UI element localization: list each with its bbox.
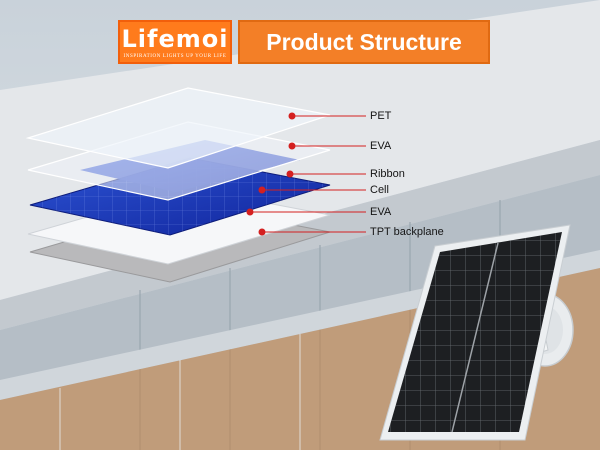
brand-name: Lifemoi <box>121 25 229 53</box>
leader-dot-eva-bottom <box>246 208 254 216</box>
layer-label-eva-top: EVA <box>370 140 392 152</box>
layer-label-pet: PET <box>370 110 392 122</box>
leader-dot-cell <box>258 186 266 194</box>
layer-label-ribbon: Ribbon <box>370 168 405 180</box>
leader-dot-eva-top <box>288 142 296 150</box>
leader-lines <box>246 112 366 236</box>
layer-label-cell: Cell <box>370 184 389 196</box>
solar-panel-product <box>379 224 574 441</box>
leader-dot-ribbon <box>286 170 294 178</box>
layer-label-eva-bottom: EVA <box>370 206 392 218</box>
page-title: Product Structure <box>238 20 490 64</box>
panel-cells <box>388 232 562 432</box>
layer-label-tpt-backplane: TPT backplane <box>370 226 444 238</box>
leader-dot-tpt <box>258 228 266 236</box>
brand-logo: Lifemoi INSPIRATION LIGHTS UP YOUR LIFE <box>118 20 232 64</box>
brand-tagline: INSPIRATION LIGHTS UP YOUR LIFE <box>123 54 227 59</box>
layer-pet <box>25 87 331 169</box>
layer-stack <box>25 87 331 283</box>
leader-dot-pet <box>288 112 296 120</box>
